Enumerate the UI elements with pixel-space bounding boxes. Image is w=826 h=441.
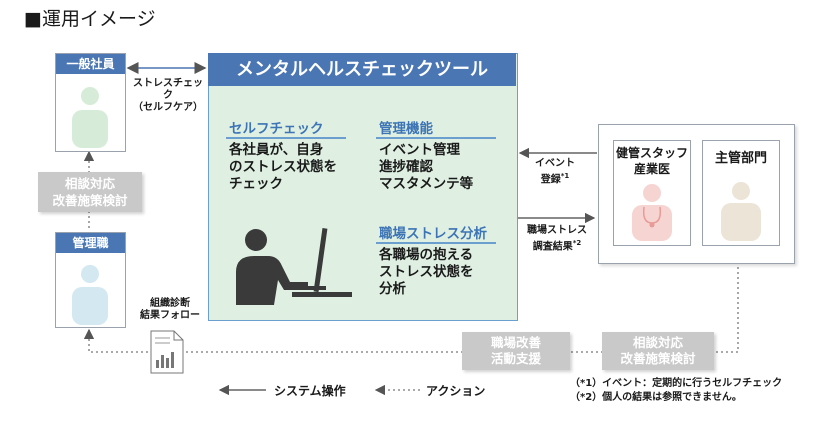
self-check-label-line1: ストレスチェック bbox=[133, 78, 203, 101]
consult-left-line2: 改善施策検討 bbox=[52, 193, 128, 208]
health-staff-box: 健管スタッフ 産業医 bbox=[613, 140, 691, 246]
consult-bottom-box: 相談対応 改善施策検討 bbox=[602, 332, 714, 370]
pc-user-icon bbox=[236, 228, 352, 305]
manager-person-icon bbox=[72, 265, 108, 325]
event-registration-label: イベント 登録*1 bbox=[530, 158, 580, 186]
tool-panel-header: メンタルヘルスチェックツール bbox=[208, 53, 516, 86]
admin-body: イベント管理 進捗確認 マスタメンテ等 bbox=[379, 142, 473, 193]
consult-bottom-line1: 相談対応 bbox=[632, 335, 683, 350]
improve-line1: 職場改善 bbox=[490, 335, 541, 350]
survey-result-note-ref: *2 bbox=[572, 239, 582, 247]
manager-box: 管理職 bbox=[55, 232, 126, 328]
event-reg-line1: イベント bbox=[535, 158, 575, 169]
consult-bottom-line2: 改善施策検討 bbox=[620, 351, 696, 366]
self-check-body: 各社員が、自身 のストレス状態を チェック bbox=[229, 142, 337, 193]
admin-line: マスタメンテ等 bbox=[379, 176, 474, 192]
event-reg-line2: 登録 bbox=[540, 174, 561, 186]
employee-person-icon bbox=[72, 87, 108, 148]
workplace-heading: 職場ストレス分析 bbox=[379, 226, 487, 242]
consult-left-box: 相談対応 改善施策検討 bbox=[38, 172, 142, 212]
admin-divider bbox=[376, 137, 496, 139]
workplace-line: ストレス状態を bbox=[379, 264, 474, 280]
report-document-icon bbox=[150, 330, 184, 374]
improve-line2: 活動支援 bbox=[490, 351, 541, 366]
workplace-divider bbox=[376, 242, 496, 244]
improvement-support-box: 職場改善 活動支援 bbox=[462, 332, 570, 370]
org-diagnosis-label: 組織診断 結果フォロー bbox=[130, 298, 210, 322]
self-check-heading: セルフチェック bbox=[229, 121, 324, 137]
consult-left-line1: 相談対応 bbox=[64, 176, 115, 191]
self-check-label: ストレスチェック （セルフケア） bbox=[130, 78, 206, 114]
manager-label: 管理職 bbox=[56, 233, 125, 253]
dept-label: 主管部門 bbox=[714, 151, 767, 166]
self-check-divider bbox=[226, 137, 346, 139]
feedback-dotted-line bbox=[83, 247, 739, 353]
admin-heading: 管理機能 bbox=[379, 121, 433, 137]
org-diag-line2: 結果フォロー bbox=[140, 310, 200, 321]
health-staff-line2: 産業医 bbox=[633, 162, 670, 176]
tool-panel bbox=[208, 53, 518, 321]
footnote-2: （*2）個人の結果は参照できません。 bbox=[570, 392, 742, 403]
self-check-line: チェック bbox=[229, 176, 283, 192]
survey-result-label: 職場ストレス 調査結果*2 bbox=[521, 225, 593, 253]
legend-system-label: システム操作 bbox=[274, 384, 346, 398]
admin-line: 進捗確認 bbox=[379, 159, 433, 175]
legend-action-label: アクション bbox=[426, 384, 486, 398]
workplace-line: 各職場の抱える bbox=[379, 247, 474, 263]
employee-box: 一般社員 bbox=[55, 53, 126, 152]
self-check-line: のストレス状態を bbox=[229, 159, 337, 175]
dept-box: 主管部門 bbox=[702, 140, 780, 246]
health-staff-line1: 健管スタッフ bbox=[615, 146, 688, 160]
page-title: ■運用イメージ bbox=[24, 8, 156, 30]
org-diag-line1: 組織診断 bbox=[150, 298, 190, 309]
dept-person-icon bbox=[721, 182, 761, 241]
footnotes: （*1）イベント：定期的に行うセルフチェック （*2）個人の結果は参照できません… bbox=[570, 377, 782, 405]
self-check-line: 各社員が、自身 bbox=[229, 142, 324, 158]
footnote-1: （*1）イベント：定期的に行うセルフチェック bbox=[570, 378, 783, 389]
survey-result-line1: 職場ストレス bbox=[527, 225, 587, 236]
doctor-person-icon bbox=[632, 184, 672, 241]
workplace-line: 分析 bbox=[379, 281, 406, 297]
workplace-body: 各職場の抱える ストレス状態を 分析 bbox=[379, 247, 474, 298]
employee-label: 一般社員 bbox=[56, 54, 125, 74]
health-staff-label: 健管スタッフ 産業医 bbox=[614, 141, 690, 177]
admin-line: イベント管理 bbox=[379, 142, 460, 158]
survey-result-line2: 調査結果 bbox=[532, 241, 573, 253]
event-reg-note-ref: *1 bbox=[560, 172, 570, 180]
self-check-label-line2: （セルフケア） bbox=[133, 102, 203, 113]
